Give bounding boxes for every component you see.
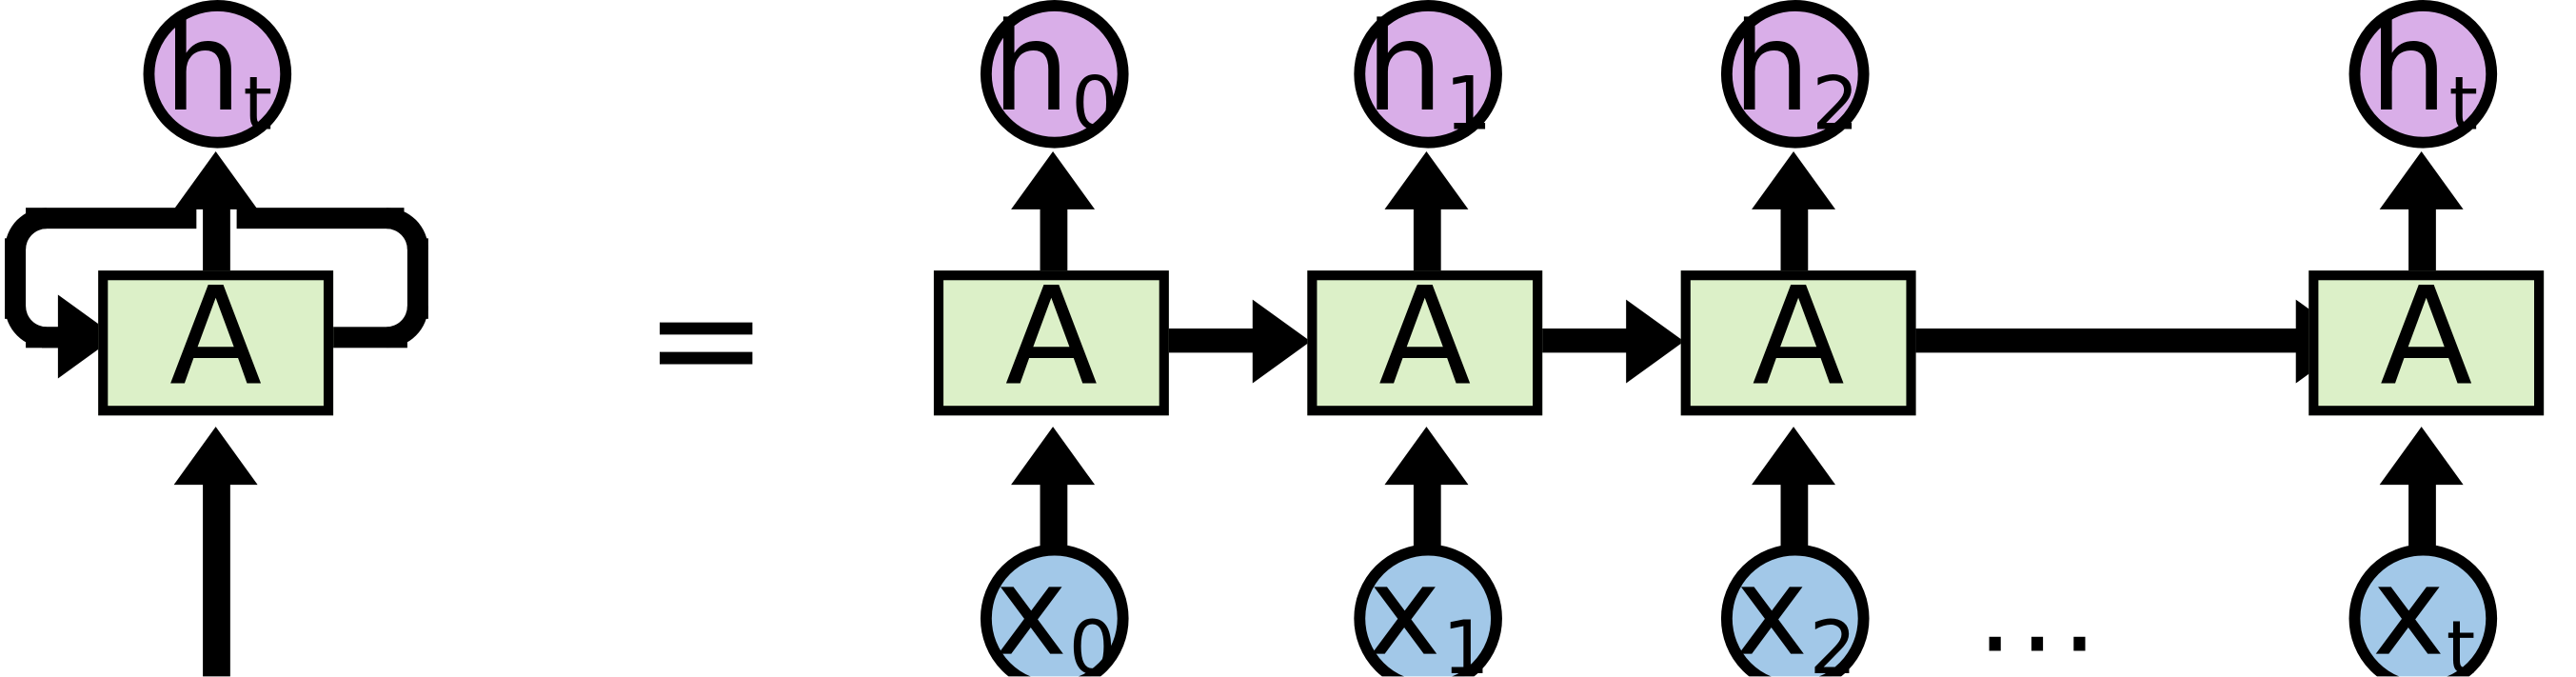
folded-input-arrow-shaft — [203, 483, 230, 677]
unrolled-input-label-2: x2 — [1734, 539, 1857, 677]
unrolled-input-label-1: x1 — [1368, 539, 1490, 677]
unrolled-hidden-label-2: h2 — [1733, 0, 1859, 147]
unrolled-input-arrow-head-3 — [2379, 427, 2464, 486]
unrolled-input-label-3: xt — [2372, 539, 2476, 677]
unrolled-cell-2: A — [1680, 258, 1916, 416]
folded-loop-bottom-right — [333, 327, 407, 348]
unrolled-hidden-label-0: h0 — [992, 0, 1119, 147]
unrolled-cell-label-3: A — [2380, 257, 2473, 416]
unrolled-hidden-node-0: h0 — [980, 0, 1129, 149]
folded-hidden-label: ht — [164, 0, 273, 147]
folded-loop-right-side — [406, 238, 428, 319]
folded-loop-left-side — [5, 238, 27, 319]
unrolled-output-arrow-head-3 — [2379, 150, 2464, 209]
unrolled-cell-label-0: A — [1004, 257, 1098, 416]
unrolled-state-arrow-shaft-1 — [1542, 329, 1633, 353]
unrolled-state-arrow-head-0 — [1252, 299, 1311, 384]
unrolled-hidden-node-1: h1 — [1354, 0, 1502, 149]
unrolled-input-node-3: xt — [2348, 539, 2498, 677]
unrolled-hidden-node-3: ht — [2348, 0, 2498, 149]
unrolled-cell-label-2: A — [1752, 257, 1845, 416]
folded-output-arrow-head — [173, 150, 258, 209]
unrolled-input-arrow-head-2 — [1752, 427, 1836, 486]
unrolled-input-node-2: x2 — [1720, 539, 1870, 677]
unrolled-output-arrow-head-1 — [1384, 150, 1469, 209]
folded-cell: A — [98, 258, 334, 416]
folded-cell-label: A — [169, 257, 263, 416]
sequence-ellipsis: ... — [1976, 546, 2105, 677]
folded-loop-arrow-shaft — [41, 327, 65, 348]
unrolled-input-arrow-head-0 — [1011, 427, 1096, 486]
unrolled-state-arrow-shaft-2 — [1915, 329, 2303, 353]
unrolled-hidden-label-1: h1 — [1365, 0, 1493, 147]
unrolled-input-label-0: x0 — [994, 539, 1117, 677]
folded-loop-top-left — [26, 208, 197, 229]
unrolled-input-node-1: x1 — [1354, 539, 1502, 677]
unrolled-cell-label-1: A — [1378, 257, 1472, 416]
unrolled-state-arrow-head-1 — [1626, 299, 1685, 384]
unrolled-hidden-node-2: h2 — [1720, 0, 1870, 149]
unrolled-input-arrow-head-1 — [1384, 427, 1469, 486]
unrolled-hidden-label-3: ht — [2369, 0, 2479, 147]
unrolled-output-arrow-head-0 — [1011, 150, 1096, 209]
folded-input-arrow-head — [173, 427, 258, 486]
unrolled-cell-0: A — [933, 258, 1169, 416]
unrolled-output-arrow-head-2 — [1752, 150, 1836, 209]
unrolled-input-node-0: x0 — [980, 539, 1129, 677]
unrolled-state-arrow-shaft-0 — [1168, 329, 1259, 353]
unrolled-cell-3: A — [2308, 258, 2545, 416]
unrolled-cell-1: A — [1307, 258, 1543, 416]
equals-sign: = — [644, 252, 768, 426]
folded-hidden-node: ht — [143, 0, 292, 149]
folded-loop-top-right — [236, 208, 405, 229]
